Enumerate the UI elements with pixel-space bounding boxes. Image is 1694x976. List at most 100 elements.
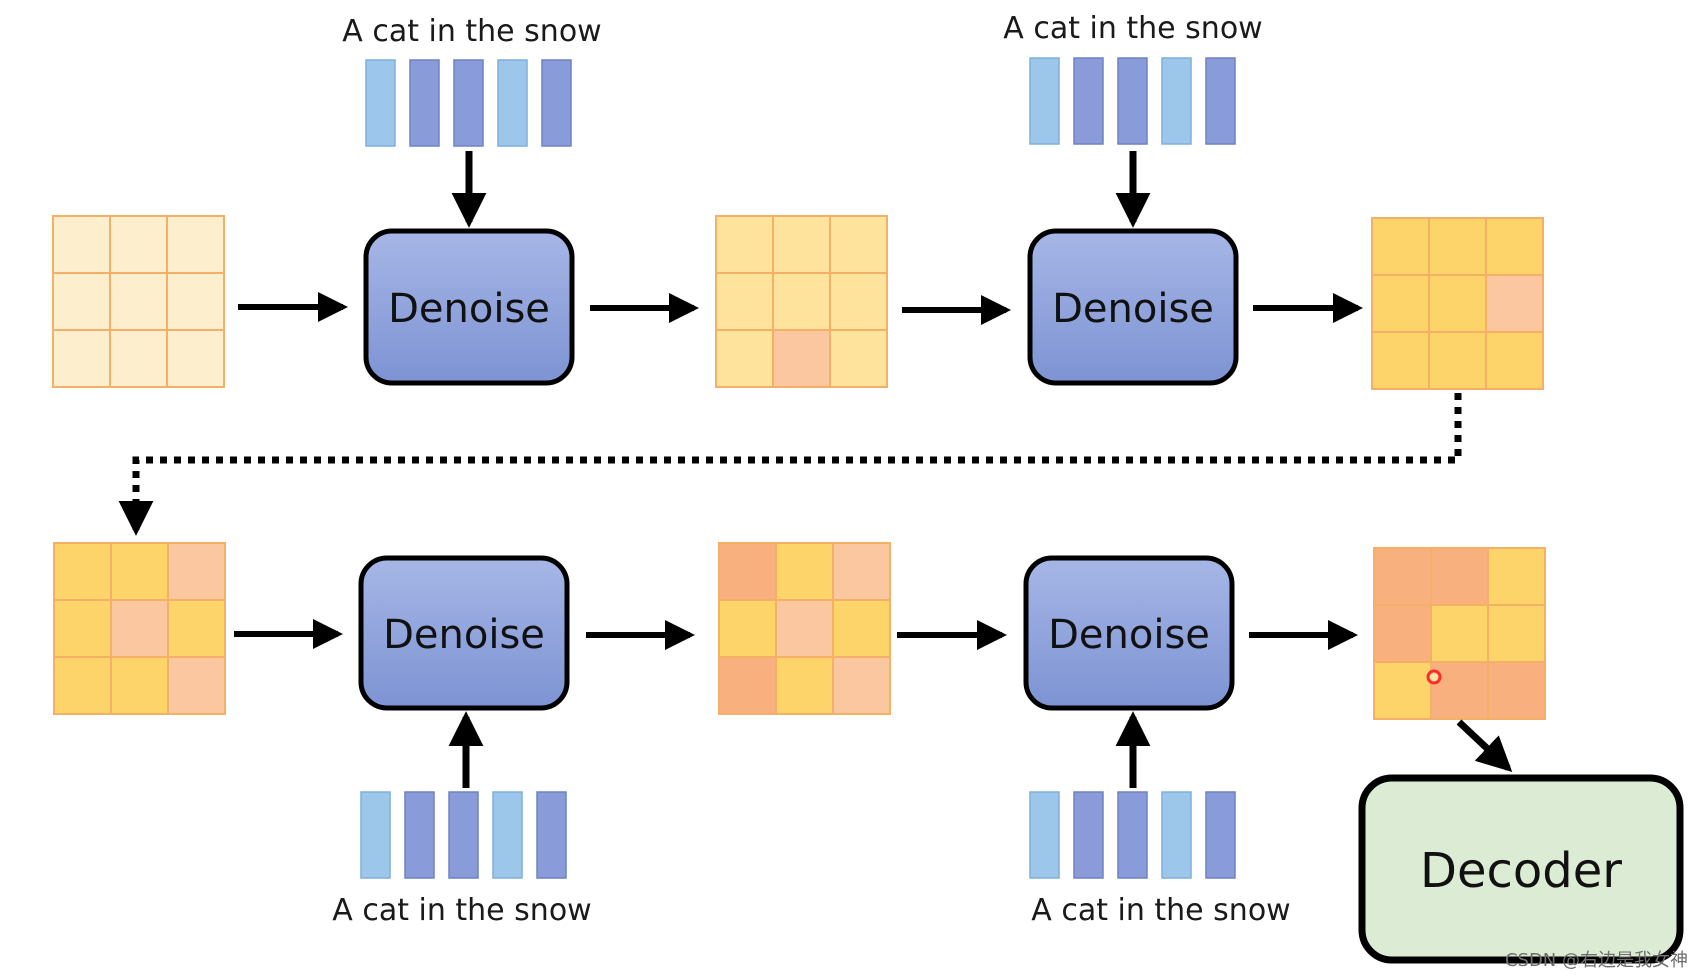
latent-cell	[53, 542, 112, 601]
cursor-marker	[1426, 669, 1442, 685]
prompt-label-top-2: A cat in the snow	[1003, 11, 1262, 46]
latent-cell	[829, 272, 888, 331]
latent-cell	[718, 656, 777, 715]
decoder-block: Decoder	[1358, 774, 1684, 964]
latent-cell	[1487, 661, 1546, 720]
denoise-block-2: Denoise	[1027, 228, 1239, 386]
denoise-block-1: Denoise	[363, 228, 575, 386]
token-bar	[1029, 57, 1060, 145]
latent-cell	[110, 542, 169, 601]
latent-cell	[1371, 274, 1430, 333]
dotted-connector	[118, 393, 1462, 536]
latent-cell	[1430, 547, 1489, 606]
latent-cell	[1371, 217, 1430, 276]
latent-cell	[1430, 604, 1489, 663]
latent-cell	[1373, 604, 1432, 663]
token-bar	[409, 59, 440, 147]
denoise-block-4: Denoise	[1023, 555, 1235, 711]
latent-grid-6	[1373, 547, 1546, 720]
latent-cell	[772, 215, 831, 274]
decoder-label: Decoder	[1420, 843, 1622, 899]
latent-cell	[772, 329, 831, 388]
latent-cell	[53, 599, 112, 658]
latent-cell	[715, 329, 774, 388]
latent-cell	[52, 329, 111, 388]
token-bar	[1161, 791, 1192, 879]
token-strip-top-1	[365, 59, 572, 147]
latent-cell	[166, 215, 225, 274]
latent-grid-1	[52, 215, 225, 388]
latent-cell	[1485, 331, 1544, 390]
latent-cell	[829, 329, 888, 388]
latent-cell	[166, 329, 225, 388]
denoise-label-1: Denoise	[388, 286, 550, 332]
token-bar	[360, 791, 391, 879]
token-bar	[541, 59, 572, 147]
token-strip-bottom-2	[1029, 791, 1236, 879]
latent-cell	[109, 329, 168, 388]
latent-cell	[772, 272, 831, 331]
latent-cell	[52, 215, 111, 274]
token-strip-bottom-1	[360, 791, 567, 879]
prompt-label-top-1: A cat in the snow	[342, 14, 601, 49]
token-strip-top-2	[1029, 57, 1236, 145]
latent-cell	[715, 272, 774, 331]
latent-cell	[1487, 604, 1546, 663]
latent-cell	[832, 599, 891, 658]
latent-grid-4	[53, 542, 226, 715]
token-bar	[492, 791, 523, 879]
token-bar	[448, 791, 479, 879]
token-bar	[536, 791, 567, 879]
latent-cell	[166, 272, 225, 331]
latent-cell	[1428, 274, 1487, 333]
token-bar	[1205, 791, 1236, 879]
denoise-label-4: Denoise	[1048, 612, 1210, 658]
latent-cell	[1428, 331, 1487, 390]
latent-cell	[1373, 547, 1432, 606]
token-bar	[1161, 57, 1192, 145]
latent-cell	[715, 215, 774, 274]
token-bar	[1073, 57, 1104, 145]
latent-cell	[167, 542, 226, 601]
latent-cell	[1371, 331, 1430, 390]
latent-cell	[832, 656, 891, 715]
arrow-grid6-to-decoder	[1456, 719, 1513, 772]
latent-cell	[1487, 547, 1546, 606]
denoise-block-3: Denoise	[358, 555, 570, 711]
latent-cell	[1373, 661, 1432, 720]
denoise-label-2: Denoise	[1052, 286, 1214, 332]
latent-cell	[167, 599, 226, 658]
latent-cell	[1428, 217, 1487, 276]
latent-cell	[1430, 661, 1489, 720]
latent-cell	[110, 656, 169, 715]
latent-grid-2	[715, 215, 888, 388]
prompt-label-bottom-2: A cat in the snow	[1031, 893, 1290, 928]
latent-cell	[829, 215, 888, 274]
token-bar	[453, 59, 484, 147]
denoise-label-3: Denoise	[383, 612, 545, 658]
token-bar	[365, 59, 396, 147]
token-bar	[404, 791, 435, 879]
latent-cell	[52, 272, 111, 331]
latent-cell	[775, 599, 834, 658]
token-bar	[497, 59, 528, 147]
latent-cell	[775, 542, 834, 601]
latent-cell	[109, 272, 168, 331]
latent-cell	[53, 656, 112, 715]
token-bar	[1073, 791, 1104, 879]
token-bar	[1117, 791, 1148, 879]
latent-cell	[110, 599, 169, 658]
token-bar	[1117, 57, 1148, 145]
latent-cell	[718, 599, 777, 658]
latent-cell	[109, 215, 168, 274]
latent-cell	[718, 542, 777, 601]
token-bar	[1029, 791, 1060, 879]
latent-cell	[167, 656, 226, 715]
watermark-text: CSDN @右边是我女神	[1505, 950, 1688, 971]
latent-cell	[1485, 274, 1544, 333]
prompt-label-bottom-1: A cat in the snow	[332, 893, 591, 928]
token-bar	[1205, 57, 1236, 145]
latent-cell	[1485, 217, 1544, 276]
latent-grid-3	[1371, 217, 1544, 390]
